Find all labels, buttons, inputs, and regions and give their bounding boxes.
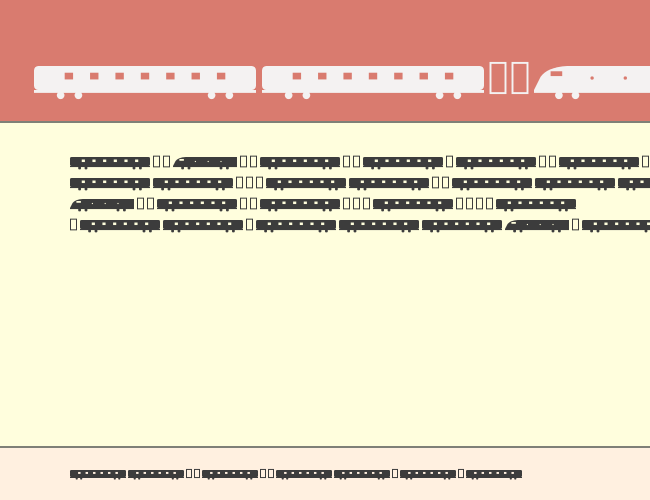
train-car-glyph [153, 178, 233, 191]
missing-glyph-box [572, 218, 579, 231]
missing-glyph-box [432, 176, 439, 189]
missing-glyph-box [163, 155, 170, 168]
missing-glyph-box [256, 176, 263, 189]
missing-glyph-box [268, 468, 274, 479]
divider-bottom [0, 446, 650, 448]
train-car-glyph [452, 178, 532, 191]
train-car-glyph [70, 178, 150, 191]
train-car-glyph [363, 157, 443, 170]
train-car-glyph [276, 470, 332, 480]
missing-glyph-box [466, 197, 473, 210]
train-car-glyph [128, 470, 184, 480]
train-car-glyph [334, 470, 390, 480]
missing-glyph-box [353, 197, 360, 210]
train-car-glyph [535, 178, 615, 191]
missing-glyph-box [343, 197, 350, 210]
missing-glyph-box [153, 155, 160, 168]
missing-glyph-box [353, 155, 360, 168]
train-car-glyph [496, 199, 576, 212]
missing-glyph-box [642, 155, 649, 168]
train-car-glyph [70, 470, 126, 480]
missing-glyph-box [549, 155, 556, 168]
train-car-glyph [466, 470, 522, 480]
footer-train-glyphs [70, 468, 522, 480]
missing-glyph-box [458, 468, 464, 479]
footer-sample-strip [0, 448, 650, 500]
train-car-glyph [34, 66, 256, 100]
missing-glyph-box [260, 468, 266, 479]
missing-glyph-box [442, 176, 449, 189]
train-car-glyph [422, 220, 502, 233]
train-car-glyph [80, 220, 160, 233]
missing-glyph-box [147, 197, 154, 210]
missing-glyph-box [456, 197, 463, 210]
divider-top [0, 121, 650, 123]
train-car-glyph [618, 178, 650, 191]
missing-glyph-box [137, 197, 144, 210]
locomotive-glyph [534, 66, 650, 100]
missing-glyph-box [343, 155, 350, 168]
locomotive-glyph [505, 220, 569, 233]
train-car-glyph [157, 199, 237, 212]
train-car-glyph [260, 199, 340, 212]
missing-glyph-box [240, 197, 247, 210]
missing-glyph-box [446, 155, 453, 168]
missing-glyph-box [250, 155, 257, 168]
train-car-glyph [582, 220, 650, 233]
missing-glyph-box [363, 197, 370, 210]
missing-glyph-box [486, 197, 493, 210]
missing-glyph-box [240, 155, 247, 168]
train-car-glyph [163, 220, 243, 233]
missing-glyph-box [194, 468, 200, 479]
missing-glyph-box [511, 61, 529, 95]
train-car-glyph [266, 178, 346, 191]
train-car-glyph [256, 220, 336, 233]
train-car-glyph [262, 66, 484, 100]
train-car-glyph [260, 157, 340, 170]
train-car-glyph [373, 199, 453, 212]
missing-glyph-box [186, 468, 192, 479]
missing-glyph-box [246, 218, 253, 231]
train-car-glyph [339, 220, 419, 233]
train-car-glyph [202, 470, 258, 480]
missing-glyph-box [250, 197, 257, 210]
locomotive-glyph [70, 199, 134, 212]
train-car-glyph [349, 178, 429, 191]
missing-glyph-box [476, 197, 483, 210]
header-banner [0, 0, 650, 121]
train-car-glyph [400, 470, 456, 480]
missing-glyph-box [246, 176, 253, 189]
locomotive-glyph [173, 157, 237, 170]
train-glyph-rows [70, 155, 650, 233]
missing-glyph-box [236, 176, 243, 189]
glyph-sample-area [0, 123, 650, 446]
header-train-glyphs [34, 61, 650, 100]
train-car-glyph [456, 157, 536, 170]
missing-glyph-box [489, 61, 507, 95]
train-car-glyph [70, 157, 150, 170]
missing-glyph-box [539, 155, 546, 168]
missing-glyph-box [70, 218, 77, 231]
train-car-glyph [559, 157, 639, 170]
missing-glyph-box [392, 468, 398, 479]
